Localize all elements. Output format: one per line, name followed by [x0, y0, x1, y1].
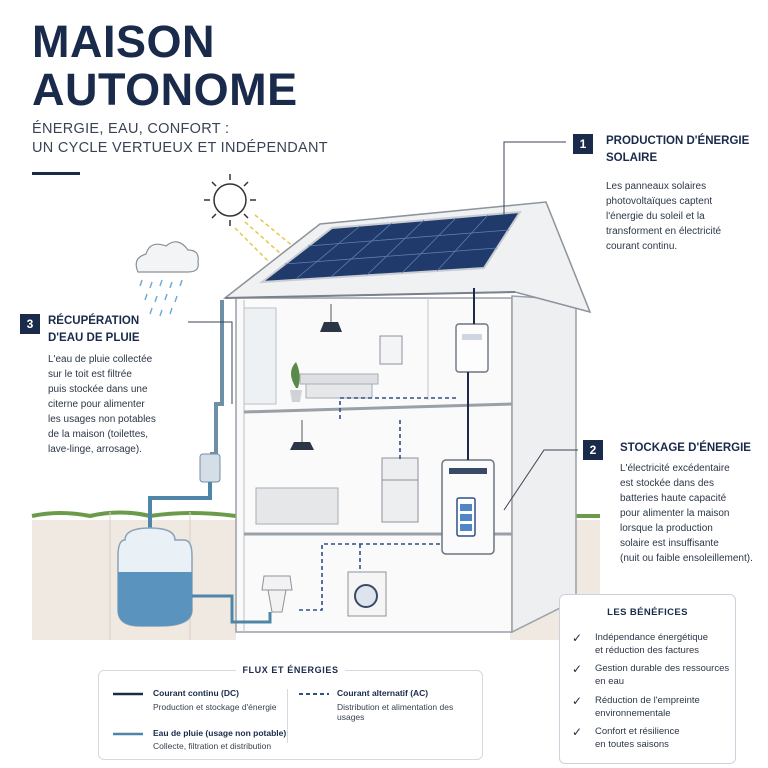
- rainwater-system: [117, 300, 272, 627]
- section-number-1: 1: [573, 134, 593, 154]
- stockage-text-line: solaire est insuffisante: [620, 538, 719, 549]
- production-text-line: Les panneaux solaires: [606, 181, 707, 192]
- section-text-production: Les panneaux solaires photovoltaïques ca…: [606, 179, 721, 254]
- recuperation-text-line: citerne pour alimenter: [48, 399, 145, 410]
- recuperation-text-line: L'eau de pluie collectée: [48, 354, 153, 365]
- check-icon: ✓: [572, 631, 583, 645]
- production-title-line-1: PRODUCTION D'ÉNERGIE: [606, 135, 750, 147]
- benefit-line: Gestion durable des ressources: [595, 663, 730, 674]
- legend-ac-desc: Distribution et alimentation des usages: [337, 702, 454, 722]
- stockage-text-line: L'électricité excédentaire: [620, 463, 730, 474]
- section-number-3: 3: [20, 314, 40, 334]
- callout-leaders: [188, 141, 578, 511]
- production-text-line: photovoltaïques captent: [606, 196, 713, 207]
- section-title-stockage: STOCKAGE D'ÉNERGIE: [620, 440, 751, 457]
- inverter: [455, 323, 489, 373]
- check-icon: ✓: [572, 662, 583, 676]
- benefit-line: environnementale: [595, 708, 671, 719]
- rain-cloud-icon: [135, 241, 199, 317]
- benefit-text: Gestion durable des ressources en eau: [595, 662, 729, 688]
- title-underline: [32, 172, 80, 175]
- production-text-line: l'énergie du soleil et la: [606, 211, 705, 222]
- recuperation-text-line: les usages non potables: [48, 414, 156, 425]
- recuperation-text-line: puis stockée dans une: [48, 384, 148, 395]
- stockage-text-line: batteries haute capacité: [620, 493, 727, 504]
- solar-panel: [258, 210, 522, 284]
- recuperation-text-line: de la maison (toilettes,: [48, 429, 149, 440]
- legend-title: FLUX ET ÉNERGIES: [236, 665, 345, 675]
- check-icon: ✓: [572, 694, 583, 708]
- benefits-box: LES BÉNÉFICES ✓ Indépendance énergétique…: [559, 594, 736, 764]
- legend-water-swatch: [113, 732, 143, 736]
- check-icon: ✓: [572, 725, 583, 739]
- dc-flow-lines: [467, 288, 475, 460]
- stockage-text-line: pour alimenter la maison: [620, 508, 730, 519]
- benefit-line: Réduction de l'empreinte: [595, 695, 700, 706]
- battery: [441, 459, 495, 555]
- benefit-line: Indépendance énergétique: [595, 632, 709, 643]
- title-line-1: MAISON: [32, 16, 215, 67]
- production-title-line-2: SOLAIRE: [606, 152, 658, 164]
- page-subtitle: ÉNERGIE, EAU, CONFORT : UN CYCLE VERTUEU…: [32, 120, 328, 158]
- page-title: MAISON AUTONOME: [32, 18, 298, 114]
- legend-dc-desc: Production et stockage d'énergie: [153, 702, 277, 712]
- production-text-line: courant continu.: [606, 241, 678, 252]
- benefit-text: Réduction de l'empreinte environnemental…: [595, 694, 700, 720]
- production-text-line: transforment en électricité: [606, 226, 722, 237]
- recuperation-title-line-1: RÉCUPÉRATION: [48, 315, 140, 327]
- title-line-2: AUTONOME: [32, 64, 298, 115]
- stockage-text-line: lorsque la production: [620, 523, 713, 534]
- section-title-recuperation: RÉCUPÉRATION D'EAU DE PLUIE: [48, 313, 140, 347]
- legend-ac-label: Courant alternatif (AC): [337, 688, 429, 698]
- benefit-line: et réduction des factures: [595, 645, 700, 656]
- recuperation-title-line-2: D'EAU DE PLUIE: [48, 332, 140, 344]
- section-text-stockage: L'électricité excédentaire est stockée d…: [620, 461, 753, 566]
- recuperation-text-line: sur le toit est filtrée: [48, 369, 132, 380]
- section-title-production: PRODUCTION D'ÉNERGIE SOLAIRE: [606, 133, 749, 167]
- subtitle-line-2: UN CYCLE VERTUEUX ET INDÉPENDANT: [32, 140, 328, 156]
- legend-water-desc: Collecte, filtration et distribution: [153, 741, 272, 751]
- section-text-recuperation: L'eau de pluie collectée sur le toit est…: [48, 352, 156, 457]
- legend-ac-swatch: [299, 693, 329, 695]
- ac-flow-lines: [296, 397, 456, 611]
- benefit-text: Indépendance énergétique et réduction de…: [595, 631, 708, 657]
- legend-water-label: Eau de pluie (usage non potable): [153, 728, 287, 738]
- legend-dc-label: Courant continu (DC): [153, 688, 239, 698]
- benefit-line: en toutes saisons: [595, 739, 669, 750]
- stockage-text-line: est stockée dans des: [620, 478, 714, 489]
- benefit-line: Confort et résilience: [595, 726, 680, 737]
- legend-divider: [287, 689, 288, 743]
- recuperation-text-line: lave-linge, arrosage).: [48, 444, 142, 455]
- stockage-title-line-1: STOCKAGE D'ÉNERGIE: [620, 442, 751, 454]
- section-number-2: 2: [583, 440, 603, 460]
- benefit-text: Confort et résilience en toutes saisons: [595, 725, 679, 751]
- subtitle-line-1: ÉNERGIE, EAU, CONFORT :: [32, 121, 230, 137]
- legend-dc-swatch: [113, 692, 143, 696]
- benefits-title: LES BÉNÉFICES: [607, 607, 688, 618]
- stockage-text-line: (nuit ou faible ensoleillement).: [620, 553, 753, 564]
- legend-box: FLUX ET ÉNERGIES Courant continu (DC) Pr…: [98, 665, 483, 760]
- benefit-line: en eau: [595, 676, 625, 687]
